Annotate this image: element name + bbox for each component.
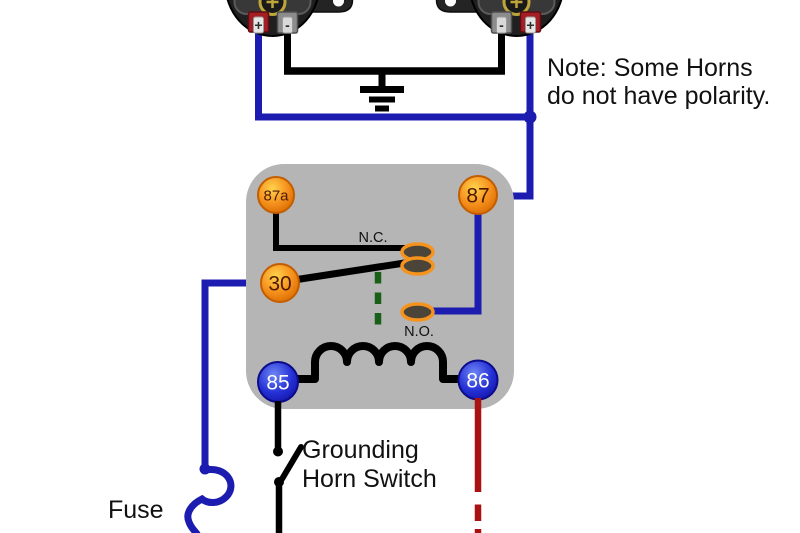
fuse-symbol bbox=[184, 466, 235, 533]
note-line-2: do not have polarity. bbox=[547, 82, 770, 110]
terminal-85: 85 bbox=[257, 361, 299, 403]
terminal-86: 86 bbox=[457, 359, 499, 401]
power-wire-30-to-fuse bbox=[201, 279, 264, 469]
no-contact bbox=[400, 302, 435, 322]
note-text: Note: Some Horns do not have polarity. bbox=[547, 54, 770, 110]
switch-label-line-2: Horn Switch bbox=[302, 465, 437, 493]
no-contact-label: N.O. bbox=[404, 324, 434, 340]
fuse-label: Fuse bbox=[108, 496, 164, 524]
relay-87-to-no-wire bbox=[430, 214, 482, 315]
right-horn-minus-label: - bbox=[499, 17, 504, 33]
terminal-87: 87 bbox=[458, 175, 498, 215]
terminal-30-label: 30 bbox=[268, 273, 291, 296]
horn-switch-symbol bbox=[273, 401, 304, 533]
terminal-87a-label: 87a bbox=[263, 188, 289, 205]
ground-symbol bbox=[360, 68, 404, 112]
switch-label-line-1: Grounding bbox=[302, 436, 419, 464]
relay-coil bbox=[293, 342, 463, 383]
switch-label: Grounding Horn Switch bbox=[302, 436, 437, 493]
right-horn-plus-label: + bbox=[526, 17, 534, 33]
power-wire-junction-dot bbox=[523, 110, 537, 124]
left-horn-plus-label: + bbox=[254, 17, 262, 33]
terminal-85-label: 85 bbox=[266, 372, 289, 395]
terminal-86-label: 86 bbox=[466, 370, 489, 393]
relay-body bbox=[246, 164, 514, 409]
terminal-87a: 87a bbox=[257, 176, 295, 214]
relay-87a-to-nc-wire bbox=[273, 212, 405, 251]
nc-contact-label: N.C. bbox=[359, 230, 388, 246]
relay-30-armature-wire bbox=[293, 258, 412, 284]
movable-contact bbox=[400, 256, 435, 276]
note-line-1: Note: Some Horns bbox=[547, 54, 753, 82]
terminal-30: 30 bbox=[260, 263, 300, 303]
terminal-87-label: 87 bbox=[466, 185, 489, 208]
left-horn-minus-label: - bbox=[285, 17, 290, 33]
